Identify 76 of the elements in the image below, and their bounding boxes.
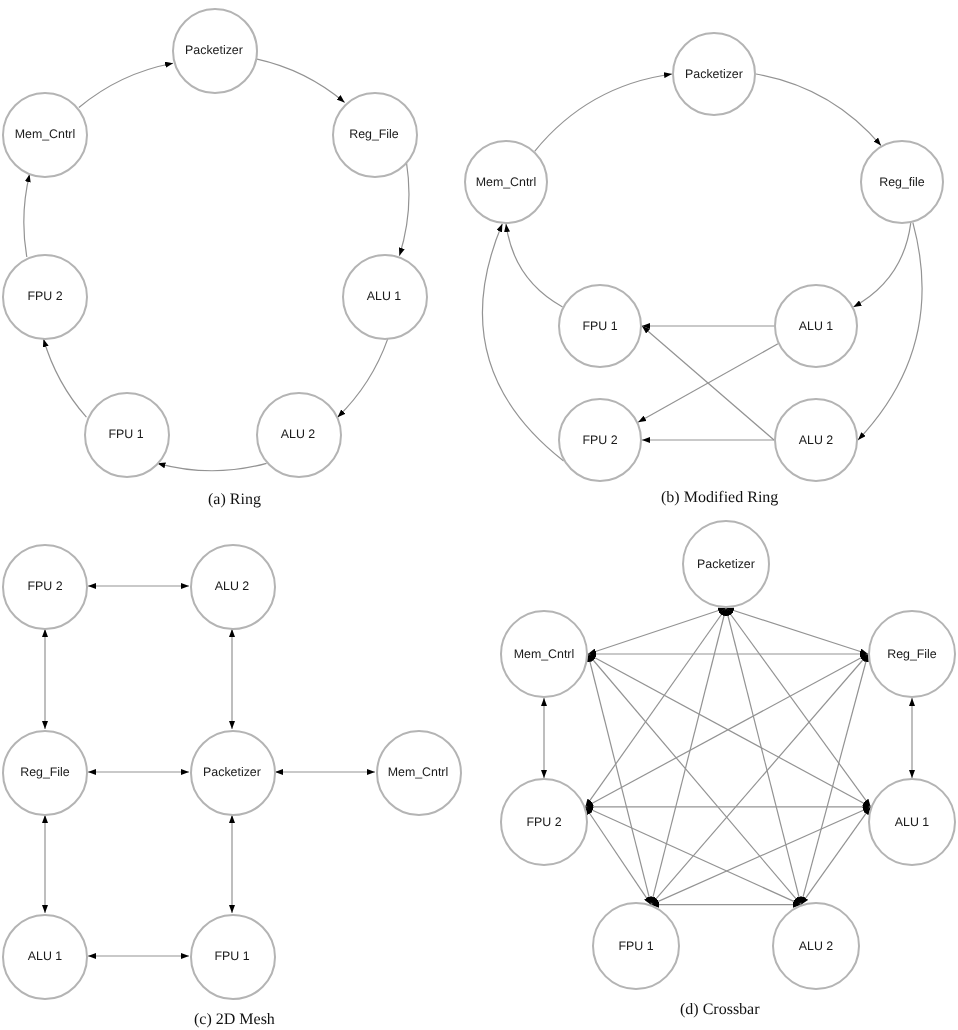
node-circle	[171, 7, 257, 93]
arrow	[800, 653, 869, 906]
arrow	[584, 806, 802, 906]
arrow	[42, 628, 48, 730]
arrow	[587, 653, 802, 906]
node-circle	[189, 543, 275, 629]
node-circle	[2, 543, 88, 629]
node-circle	[772, 902, 860, 990]
arrow	[650, 653, 869, 906]
arrow	[584, 803, 872, 810]
node-circle	[774, 398, 858, 482]
arrow	[725, 607, 869, 655]
arrow	[587, 651, 869, 657]
arrow	[534, 72, 673, 152]
arrow	[755, 73, 882, 147]
arrow	[481, 223, 565, 462]
node-circle	[189, 913, 275, 999]
node-circle	[860, 140, 944, 224]
arrow	[23, 173, 31, 258]
node-circle	[558, 284, 642, 368]
arrow	[42, 338, 87, 418]
node-circle	[868, 610, 956, 698]
node-circle	[83, 391, 169, 477]
figure-caption: (c) 2D Mesh	[194, 1009, 275, 1027]
node-circle	[255, 391, 341, 477]
arrow	[87, 769, 190, 775]
arrow	[398, 161, 410, 257]
arrow	[725, 607, 872, 808]
arrow	[650, 806, 872, 906]
arrow	[852, 222, 912, 308]
arrow	[274, 769, 376, 775]
arrow	[156, 462, 268, 472]
node-circle	[189, 729, 275, 815]
arrow	[229, 628, 235, 730]
arrow	[584, 607, 727, 808]
node-circle	[2, 913, 88, 999]
arrow	[336, 338, 389, 418]
node-circle	[774, 284, 858, 368]
arrow	[650, 901, 802, 908]
arrow	[541, 697, 547, 779]
node-circle	[868, 778, 956, 866]
node-circle	[331, 91, 417, 177]
arrow	[650, 607, 727, 906]
node-circle	[2, 253, 88, 339]
figure-caption: (b) Modified Ring	[661, 487, 779, 505]
figure-caption: (a) Ring	[208, 489, 261, 507]
node-circle	[375, 729, 461, 815]
arrow	[641, 323, 775, 329]
node-circle	[592, 902, 680, 990]
arrow	[800, 806, 872, 906]
node-circle	[558, 398, 642, 482]
node-circle	[464, 140, 548, 224]
node-circle	[2, 729, 88, 815]
arrow	[909, 697, 915, 779]
arrow	[641, 437, 775, 443]
node-circle	[500, 610, 588, 698]
arrow	[42, 814, 48, 914]
arrow	[504, 223, 564, 308]
arrow	[587, 653, 652, 906]
node-circle	[682, 520, 770, 608]
arrow	[725, 607, 802, 906]
arrow	[78, 61, 174, 109]
arrow	[584, 806, 652, 906]
arrow	[255, 58, 346, 104]
arrow	[641, 325, 775, 441]
arrow	[87, 953, 190, 959]
node-circle	[672, 32, 756, 116]
node-circle	[500, 778, 588, 866]
arrow	[637, 343, 779, 423]
arrow	[587, 607, 727, 655]
figure-caption: (d) Crossbar	[680, 999, 760, 1017]
arrow	[229, 814, 235, 914]
node-circle	[341, 253, 427, 339]
arrow	[87, 583, 190, 589]
node-circle	[2, 91, 88, 177]
arrow	[857, 221, 923, 441]
